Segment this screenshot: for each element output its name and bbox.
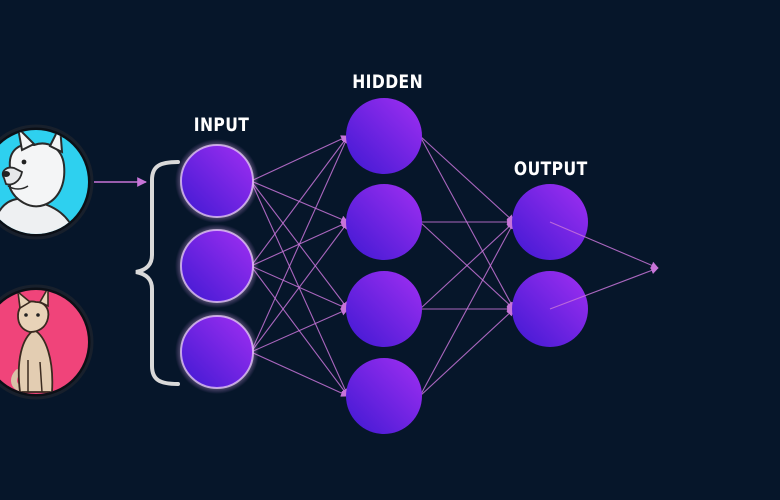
input-node-1 xyxy=(175,139,259,223)
hidden-node-4 xyxy=(346,358,422,434)
edge-hidden-3-output-1 xyxy=(419,308,515,397)
edge-input-0-hidden-0 xyxy=(250,135,349,182)
cat-image xyxy=(0,284,94,400)
hidden-node-1 xyxy=(346,98,422,174)
edge-hidden-3-output-0 xyxy=(419,221,515,397)
connections xyxy=(250,135,515,397)
edge-output-1-result xyxy=(549,266,659,310)
hidden-node-2 xyxy=(346,184,422,260)
edge-hidden-2-output-0 xyxy=(419,221,515,310)
input-node-2 xyxy=(175,224,259,308)
input-label: INPUT xyxy=(193,114,250,136)
edge-input-2-hidden-1 xyxy=(250,221,349,353)
input-node-3 xyxy=(175,310,259,394)
edge-hidden-0-output-0 xyxy=(419,135,515,223)
edge-input-2-hidden-3 xyxy=(250,351,349,397)
edge-input-1-hidden-0 xyxy=(250,135,349,267)
input-bracket xyxy=(135,160,180,386)
edge-input-0-hidden-3 xyxy=(250,180,349,397)
dog-image xyxy=(0,124,94,240)
edge-output-0-result xyxy=(549,221,659,269)
edge-input-2-hidden-0 xyxy=(250,135,349,353)
edge-input-2-hidden-2 xyxy=(250,308,349,353)
nodes xyxy=(175,98,588,434)
output-connections xyxy=(549,221,659,310)
hidden-label: HIDDEN xyxy=(352,71,424,93)
hidden-node-3 xyxy=(346,271,422,347)
output-label: OUTPUT xyxy=(513,158,588,180)
